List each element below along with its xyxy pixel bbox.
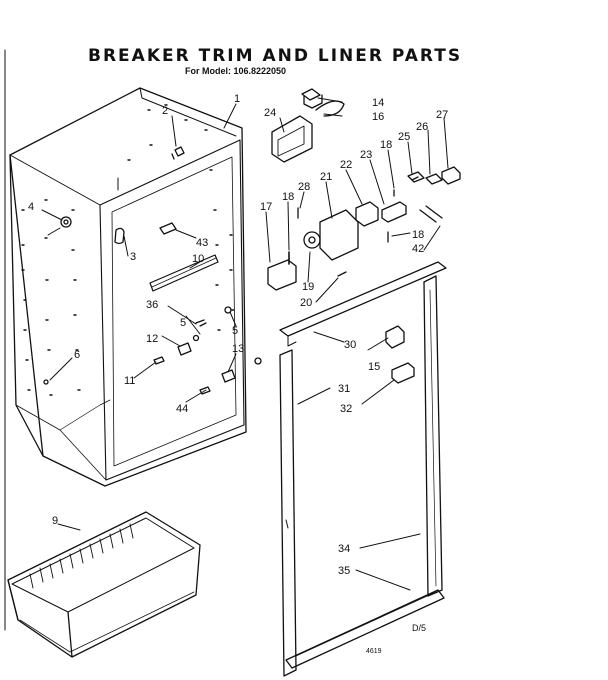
- callout-10: 10: [192, 253, 204, 265]
- callout-27: 27: [436, 109, 448, 121]
- callout-labels: 1 2 3 4 5 5 6 9 10 11 12 13 14 15 16 17 …: [28, 93, 448, 577]
- callout-18c: 18: [412, 229, 424, 241]
- cabinet-small-parts: [43, 146, 262, 395]
- callout-21: 21: [320, 171, 332, 183]
- callout-16: 16: [372, 111, 384, 123]
- callout-22: 22: [340, 159, 352, 171]
- callout-24: 24: [264, 107, 276, 119]
- callout-11: 11: [124, 375, 135, 387]
- callout-36: 36: [146, 299, 158, 311]
- callout-42: 42: [412, 243, 424, 255]
- callout-9: 9: [52, 515, 58, 527]
- callout-3: 3: [130, 251, 136, 263]
- title: BREAKER TRIM AND LINER PARTS: [88, 46, 463, 66]
- callout-18a: 18: [282, 191, 294, 203]
- callout-34: 34: [338, 543, 350, 555]
- callout-19: 19: [302, 281, 314, 293]
- crisper-drawer: [7, 511, 201, 658]
- door-frame: [279, 261, 447, 677]
- callout-17: 17: [260, 201, 272, 213]
- callout-28: 28: [298, 181, 310, 193]
- callout-43: 43: [196, 237, 208, 249]
- callout-12: 12: [146, 333, 158, 345]
- sheet-number: 4619: [366, 648, 382, 655]
- callout-4: 4: [28, 201, 34, 213]
- callout-14: 14: [372, 97, 384, 109]
- wall-holes: [21, 104, 235, 396]
- breaker-rail: [149, 254, 219, 292]
- callout-15: 15: [368, 361, 380, 373]
- callout-1: 1: [234, 93, 240, 105]
- callout-20: 20: [300, 297, 312, 309]
- callout-5a: 5: [180, 317, 186, 329]
- callout-32: 32: [340, 403, 352, 415]
- liner-cabinet: [9, 87, 247, 487]
- callout-25: 25: [398, 131, 410, 143]
- callout-6: 6: [74, 349, 80, 361]
- callout-35: 35: [338, 565, 350, 577]
- callout-23: 23: [360, 149, 372, 161]
- callout-31: 31: [338, 383, 350, 395]
- callout-26: 26: [416, 121, 428, 133]
- subtitle: For Model: 106.8222050: [185, 66, 287, 76]
- callout-30: 30: [344, 339, 356, 351]
- callout-44: 44: [176, 403, 188, 415]
- callout-5b: 5: [232, 325, 238, 337]
- callout-2: 2: [162, 105, 168, 117]
- callout-18b: 18: [380, 139, 392, 151]
- leader-lines: [41, 97, 449, 591]
- callout-13: 13: [232, 343, 244, 355]
- page-code: D/5: [412, 623, 427, 633]
